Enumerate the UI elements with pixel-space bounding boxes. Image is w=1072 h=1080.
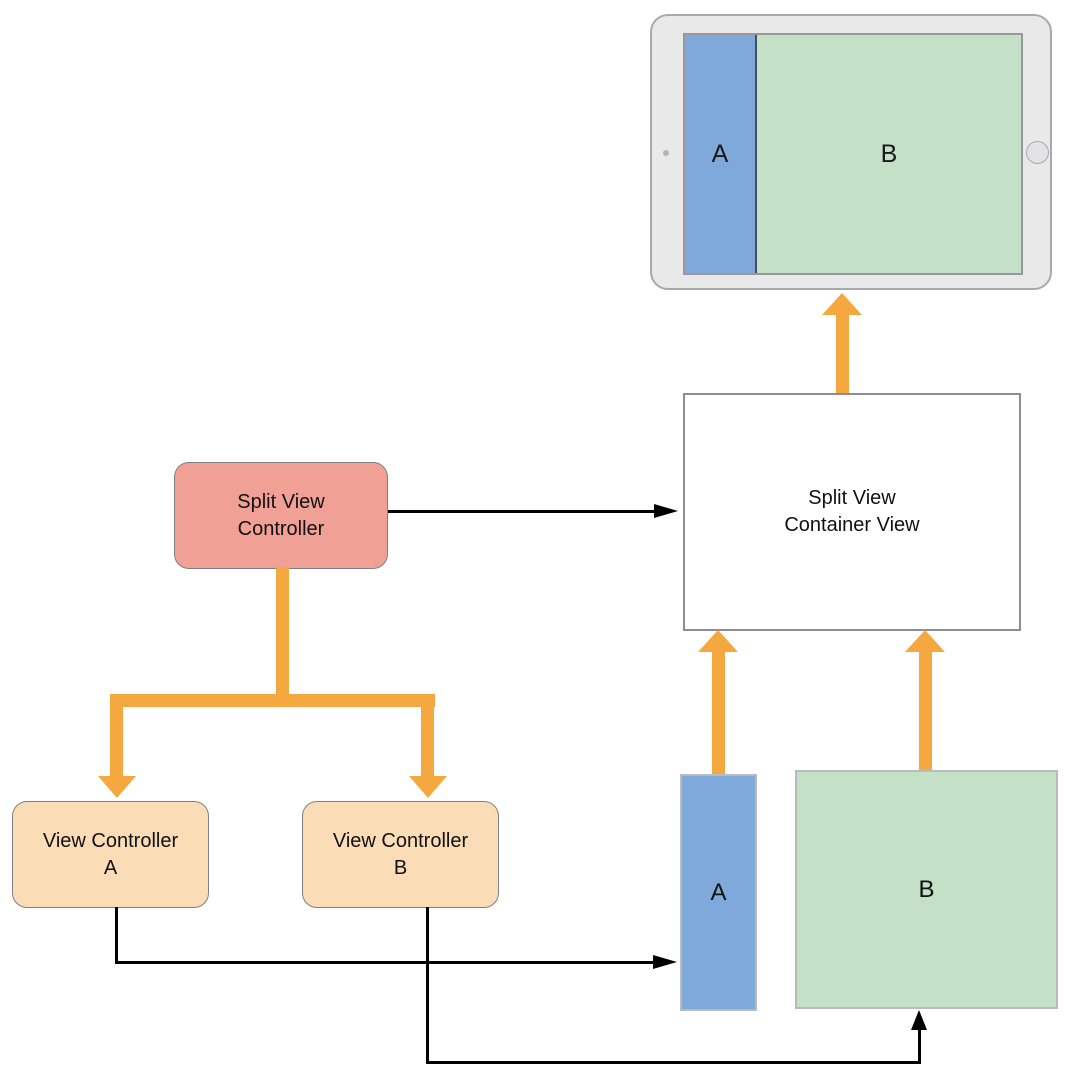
line-controller-to-container: [388, 510, 654, 513]
arrow-container-to-device-head: [822, 293, 862, 315]
view-controller-b-box: View Controller B: [302, 801, 499, 908]
split-view-controller-box: Split View Controller: [174, 462, 388, 569]
split-view-container-box: Split View Container View: [683, 393, 1021, 631]
ipad-panel-primary-label: A: [711, 139, 729, 168]
view-a-label: A: [710, 879, 727, 906]
line-vca-to-view-a-vertical: [115, 907, 118, 964]
line-vca-to-view-a-horizontal: [115, 961, 653, 964]
line-controller-to-container-head: [654, 504, 678, 518]
view-controller-a-label: View Controller A: [42, 829, 179, 879]
arrow-view-b-to-container-head: [905, 630, 945, 652]
line-vcb-to-view-b-vertical-up: [918, 1029, 921, 1063]
view-controller-b-label: View Controller B: [332, 829, 469, 879]
arrow-container-to-device-stem: [836, 314, 849, 394]
tree-stem: [276, 567, 289, 695]
ipad-screen: A B: [683, 33, 1023, 275]
arrow-view-a-to-container-stem: [712, 652, 725, 775]
tree-arm-right: [421, 705, 434, 777]
ipad-panel-secondary: B: [757, 35, 1021, 273]
line-vcb-to-view-b-horizontal: [426, 1061, 921, 1064]
line-vca-to-view-a-head: [653, 955, 677, 969]
line-vcb-to-view-b-vertical: [426, 907, 429, 1064]
ipad-camera-dot: [663, 150, 669, 156]
view-a-rect: A: [680, 774, 757, 1011]
tree-arm-left: [110, 705, 123, 777]
ipad-panel-secondary-label: B: [880, 139, 898, 168]
arrow-view-b-to-container-stem: [919, 652, 932, 771]
arrow-view-a-to-container-head: [698, 630, 738, 652]
split-view-controller-label: Split View Controller: [237, 490, 325, 540]
view-controller-a-box: View Controller A: [12, 801, 209, 908]
split-view-container-label: Split View Container View: [784, 487, 920, 536]
line-vcb-to-view-b-head: [911, 1010, 927, 1030]
ipad-panel-primary: A: [685, 35, 757, 273]
view-b-label: B: [918, 876, 935, 903]
view-b-rect: B: [795, 770, 1058, 1009]
arrow-to-view-controller-a-head: [98, 776, 136, 798]
arrow-to-view-controller-b-head: [409, 776, 447, 798]
tree-crossbar: [110, 694, 435, 707]
ipad-home-button: [1026, 141, 1049, 164]
